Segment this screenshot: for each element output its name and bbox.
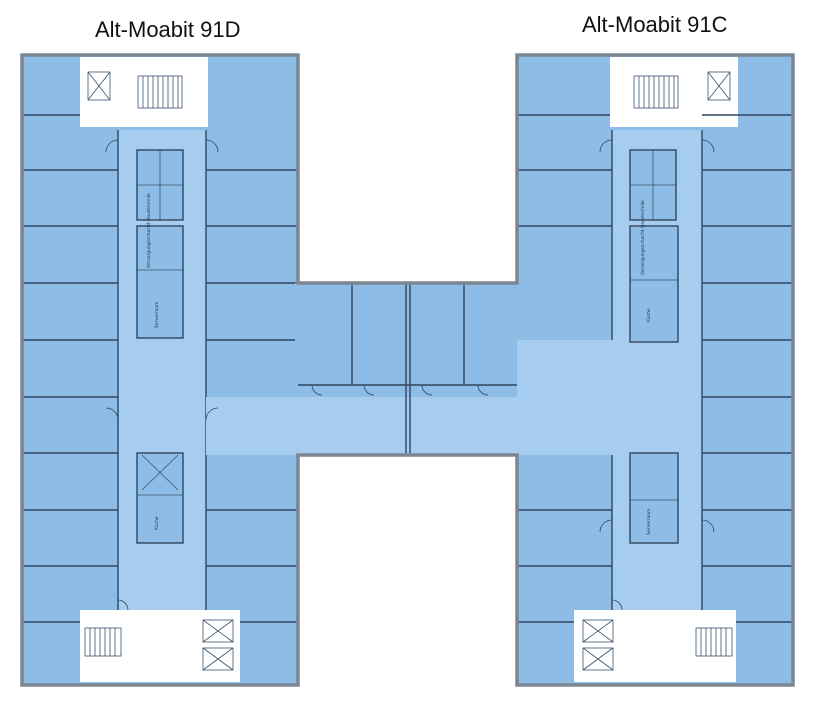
corridor-connector [206, 397, 523, 455]
supply-shaft-left [137, 226, 183, 338]
stair-core-bottom-right [574, 610, 736, 682]
stair-core-top-left [80, 57, 208, 127]
tag-supply-right: Versorgungsschacht Haustechnik [640, 200, 646, 275]
tag-server-left: Serverraum [154, 301, 160, 328]
supply-shaft-right [630, 226, 678, 342]
kitchen-left [137, 453, 183, 543]
wing-left [22, 55, 298, 685]
tag-supply-left: Versorgungsschacht Haustechnik [146, 193, 152, 268]
exterior-wall [20, 53, 795, 687]
building-label-right: Alt-Moabit 91C [582, 12, 728, 37]
wing-right [517, 55, 793, 685]
connector-wing [206, 282, 551, 456]
tag-kitchen-right: Küche [646, 308, 652, 322]
server-room-right [630, 453, 678, 543]
tag-server-right: Serverraum [646, 508, 652, 535]
stair-core-bottom-left [80, 610, 240, 682]
tag-kitchen-left: Küche [154, 516, 160, 530]
building-label-left: Alt-Moabit 91D [95, 17, 241, 42]
